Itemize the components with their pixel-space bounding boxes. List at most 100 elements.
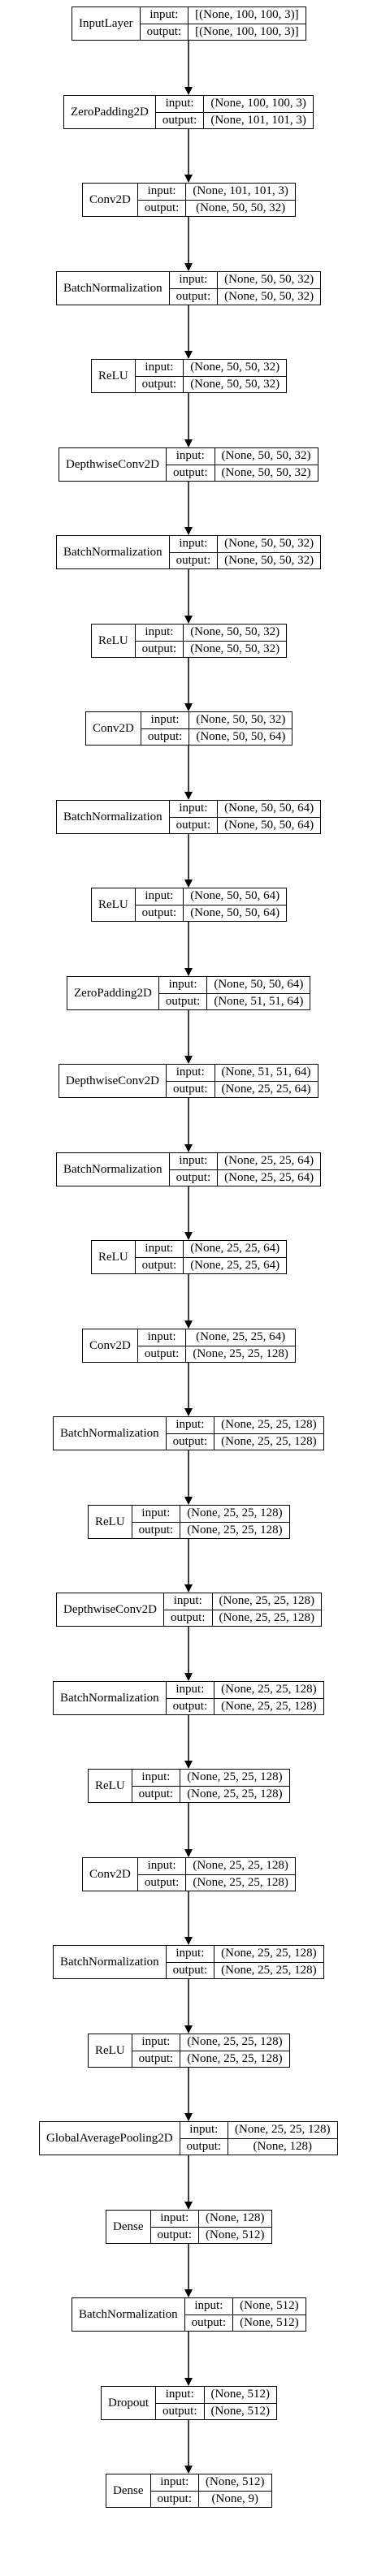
layer-name: ReLU <box>89 2034 132 2067</box>
output-label: output: <box>162 113 197 127</box>
input-label: input: <box>180 2122 228 2139</box>
shape-values: (None, 25, 25, 128)(None, 128) <box>228 2122 337 2155</box>
output-shape: [(None, 100, 100, 3)] <box>195 24 299 38</box>
layer-name: ReLU <box>89 1506 132 1538</box>
input-label: input: <box>169 801 218 818</box>
edge-arrowhead <box>184 2025 193 2034</box>
input-shape: (None, 50, 50, 32) <box>218 272 321 289</box>
io-labels: input:output: <box>135 360 184 392</box>
edge-arrowhead <box>184 527 193 535</box>
output-label: output: <box>165 994 201 1008</box>
output-label: output: <box>157 2492 193 2505</box>
input-shape: (None, 128) <box>199 2211 271 2228</box>
edge-arrowhead <box>184 703 193 711</box>
input-label: input: <box>140 7 188 24</box>
shape-values: (None, 512)(None, 9) <box>199 2474 271 2507</box>
output-label: output: <box>144 1875 180 1889</box>
output-shape: (None, 25, 25, 128) <box>221 1699 317 1713</box>
io-labels: input:output: <box>169 1153 219 1186</box>
input-shape: (None, 50, 50, 64) <box>184 888 287 905</box>
layer-name: BatchNormalization <box>54 1946 167 1978</box>
shape-values: (None, 50, 50, 32)(None, 50, 50, 32) <box>184 360 287 392</box>
output-label: output: <box>141 1258 177 1272</box>
shape-values: (None, 50, 50, 32)(None, 50, 50, 32) <box>218 536 321 568</box>
input-label: input: <box>169 272 218 289</box>
layer-name: BatchNormalization <box>72 2298 185 2331</box>
shape-values: (None, 25, 25, 128)(None, 25, 25, 128) <box>214 1946 323 1978</box>
output-label: output: <box>191 2315 227 2329</box>
input-shape: (None, 25, 25, 64) <box>184 1241 287 1258</box>
io-labels: input:output: <box>167 1065 215 1097</box>
layer-name: ReLU <box>92 888 136 921</box>
io-labels: input:output: <box>169 272 219 305</box>
shape-values: [(None, 100, 100, 3)][(None, 100, 100, 3… <box>188 7 306 40</box>
output-label: output: <box>173 1082 208 1096</box>
io-labels: input:output: <box>166 1417 215 1450</box>
edge-arrowhead <box>184 1056 193 1064</box>
edge-arrowhead <box>184 1320 193 1329</box>
output-shape: (None, 51, 51, 64) <box>214 994 304 1008</box>
shape-values: (None, 100, 100, 3)(None, 101, 101, 3) <box>204 96 313 128</box>
output-label: output: <box>138 1523 174 1537</box>
edge-arrowhead <box>184 880 193 888</box>
input-shape: (None, 50, 50, 64) <box>218 801 321 818</box>
edge-arrowhead <box>184 2202 193 2210</box>
layer-name: Dense <box>106 2211 151 2243</box>
edge-arrowhead <box>184 792 193 800</box>
layer-name: BatchNormalization <box>57 536 170 568</box>
output-shape: (None, 512) <box>206 2228 265 2241</box>
layer-name: BatchNormalization <box>54 1417 167 1450</box>
input-shape: (None, 25, 25, 128) <box>214 1946 323 1963</box>
output-shape: (None, 25, 25, 64) <box>190 1258 280 1272</box>
io-labels: input:output: <box>132 1506 181 1538</box>
shape-values: (None, 50, 50, 32)(None, 50, 50, 32) <box>214 448 318 481</box>
input-label: input: <box>150 2211 199 2228</box>
io-labels: input:output: <box>135 1241 184 1273</box>
edge-arrowhead <box>184 439 193 447</box>
input-shape: (None, 512) <box>233 2298 306 2315</box>
layer-name: ReLU <box>92 360 136 392</box>
output-shape: (None, 50, 50, 64) <box>224 818 314 832</box>
shape-values: (None, 25, 25, 128)(None, 25, 25, 128) <box>180 2034 289 2067</box>
output-shape: (None, 50, 50, 32) <box>224 553 314 567</box>
input-label: input: <box>132 2034 180 2051</box>
input-label: input: <box>169 536 218 553</box>
io-labels: input:output: <box>150 2474 200 2507</box>
shape-values: (None, 512)(None, 512) <box>204 2387 276 2419</box>
layer-name: BatchNormalization <box>54 1682 167 1714</box>
input-label: input: <box>150 2474 199 2492</box>
shape-values: (None, 25, 25, 128)(None, 25, 25, 128) <box>180 1770 289 1802</box>
input-shape: (None, 25, 25, 64) <box>186 1329 295 1346</box>
io-labels: input:output: <box>166 1946 215 1978</box>
layer-name: Dense <box>106 2474 151 2507</box>
io-labels: input:output: <box>137 1329 187 1362</box>
output-label: output: <box>141 377 177 391</box>
output-shape: (None, 25, 25, 64) <box>224 1170 314 1184</box>
edge-arrowhead <box>184 263 193 271</box>
output-shape: (None, 128) <box>253 2139 313 2153</box>
input-label: input: <box>167 448 214 465</box>
output-label: output: <box>144 201 180 214</box>
output-label: output: <box>157 2228 193 2241</box>
output-shape: (None, 25, 25, 64) <box>221 1082 311 1096</box>
shape-values: (None, 128)(None, 512) <box>199 2211 271 2243</box>
io-labels: input:output: <box>155 96 205 128</box>
io-labels: input:output: <box>150 2211 200 2243</box>
io-labels: input:output: <box>169 801 219 833</box>
io-labels: input:output: <box>135 888 184 921</box>
layer-name: ZeroPadding2D <box>64 96 156 128</box>
output-shape: (None, 50, 50, 64) <box>196 729 286 743</box>
output-label: output: <box>176 553 211 567</box>
input-shape: (None, 25, 25, 64) <box>218 1153 321 1170</box>
